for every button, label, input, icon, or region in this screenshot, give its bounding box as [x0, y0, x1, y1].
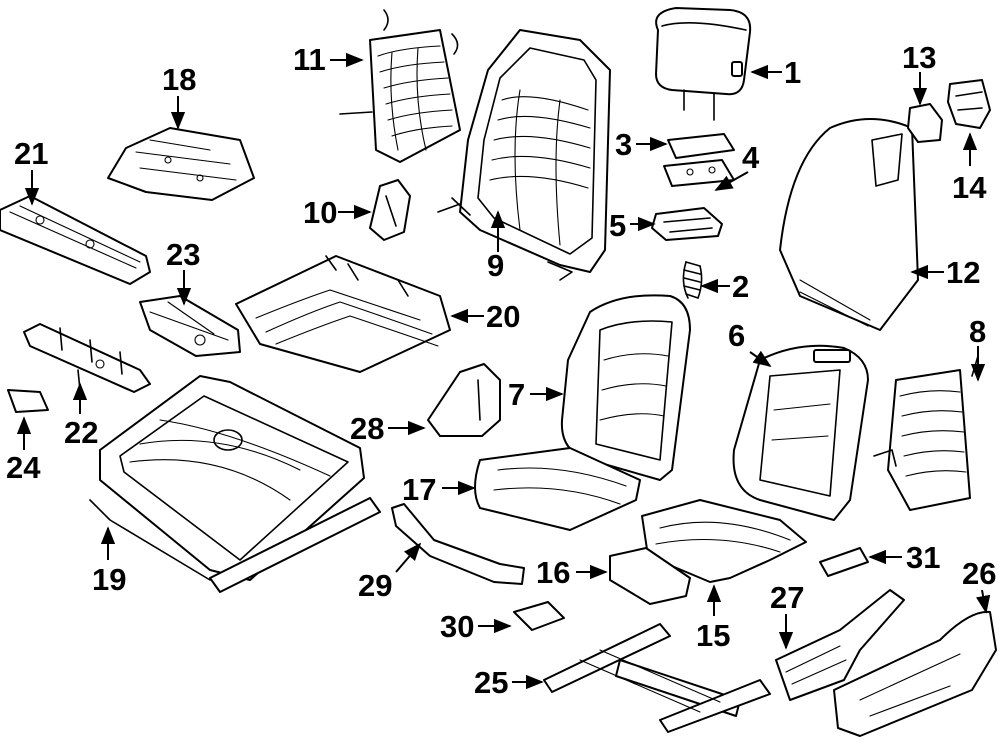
callout-6: 6: [728, 318, 772, 368]
callout-22: 22: [64, 382, 98, 450]
lumbar-mat-part: [339, 9, 461, 163]
callout-19: 19: [92, 526, 126, 597]
svg-text:27: 27: [770, 580, 804, 615]
heater-mat-part: [873, 355, 979, 511]
callout-11: 11: [293, 42, 364, 77]
callout-13: 13: [902, 40, 936, 106]
svg-text:23: 23: [166, 237, 200, 272]
callout-8: 8: [969, 314, 986, 382]
svg-text:31: 31: [906, 540, 940, 575]
callout-18: 18: [162, 62, 196, 130]
linkage-part: [139, 295, 241, 357]
callout-17: 17: [402, 472, 476, 507]
svg-text:25: 25: [474, 665, 508, 700]
svg-text:20: 20: [486, 299, 520, 334]
callout-28: 28: [350, 411, 426, 446]
trim-strip-part: [391, 503, 525, 585]
svg-text:19: 19: [92, 562, 126, 597]
svg-text:16: 16: [536, 555, 570, 590]
seat-cushion-cover-part: [474, 447, 641, 531]
seat-frame-part: [89, 375, 381, 593]
callout-25: 25: [474, 665, 544, 700]
svg-text:6: 6: [728, 318, 745, 353]
seat-back-frame-part: [437, 29, 611, 281]
seat-back-cover-part: [560, 294, 691, 481]
callout-1: 1: [750, 55, 801, 90]
svg-text:22: 22: [64, 415, 98, 450]
back-panel-part: [779, 118, 919, 331]
clip-part: [907, 79, 991, 143]
svg-text:24: 24: [6, 450, 41, 485]
svg-text:3: 3: [615, 127, 632, 162]
svg-text:26: 26: [962, 556, 996, 591]
svg-text:30: 30: [440, 609, 474, 644]
callout-31: 31: [868, 540, 940, 575]
svg-text:8: 8: [969, 314, 986, 349]
trim-rail-part: [0, 195, 151, 285]
recliner-part: [23, 323, 151, 393]
svg-text:10: 10: [303, 195, 337, 230]
callout-20: 20: [450, 299, 520, 334]
svg-text:1: 1: [784, 55, 801, 90]
svg-text:17: 17: [402, 472, 436, 507]
small-pad-part: [513, 601, 565, 631]
side-shield-part: [427, 363, 501, 437]
svg-text:4: 4: [742, 140, 760, 175]
svg-text:5: 5: [609, 208, 626, 243]
callout-16: 16: [536, 555, 608, 590]
callout-10: 10: [303, 195, 372, 230]
callout-23: 23: [166, 237, 200, 306]
callout-5: 5: [609, 208, 656, 243]
callout-15: 15: [696, 584, 730, 653]
callout-2: 2: [700, 269, 749, 304]
small-cover-part: [7, 389, 49, 413]
seat-back-cushion-part: [732, 344, 869, 521]
side-trim-part: [833, 610, 997, 737]
switch-part: [819, 547, 869, 577]
callout-3: 3: [615, 127, 668, 162]
callout-4: 4: [714, 140, 760, 191]
callout-7: 7: [508, 377, 564, 412]
svg-text:21: 21: [14, 136, 48, 171]
callout-29: 29: [358, 542, 422, 603]
callout-27: 27: [770, 580, 804, 650]
control-unit-part: [775, 589, 905, 701]
callout-14: 14: [952, 132, 987, 205]
callout-12: 12: [910, 255, 980, 290]
svg-text:12: 12: [946, 255, 980, 290]
svg-text:15: 15: [696, 618, 730, 653]
callout-21: 21: [14, 136, 48, 206]
svg-text:11: 11: [293, 42, 326, 77]
callout-24: 24: [6, 416, 41, 485]
bracket-part: [369, 179, 411, 241]
spring-part: [682, 261, 703, 299]
svg-text:28: 28: [350, 411, 384, 446]
extension-pad-part: [609, 547, 691, 605]
svg-text:13: 13: [902, 40, 936, 75]
svg-text:29: 29: [358, 568, 392, 603]
svg-text:7: 7: [508, 377, 525, 412]
cushion-frame-part: [235, 255, 451, 373]
headrest-part: [655, 7, 752, 121]
callout-26: 26: [962, 556, 996, 614]
svg-text:18: 18: [162, 62, 196, 97]
seat-panel-part: [107, 127, 255, 201]
callout-30: 30: [440, 609, 512, 644]
svg-text:14: 14: [952, 170, 987, 205]
callout-9: 9: [487, 210, 506, 283]
svg-text:2: 2: [732, 269, 749, 304]
svg-text:9: 9: [487, 248, 504, 283]
seat-track-part: [543, 623, 771, 733]
